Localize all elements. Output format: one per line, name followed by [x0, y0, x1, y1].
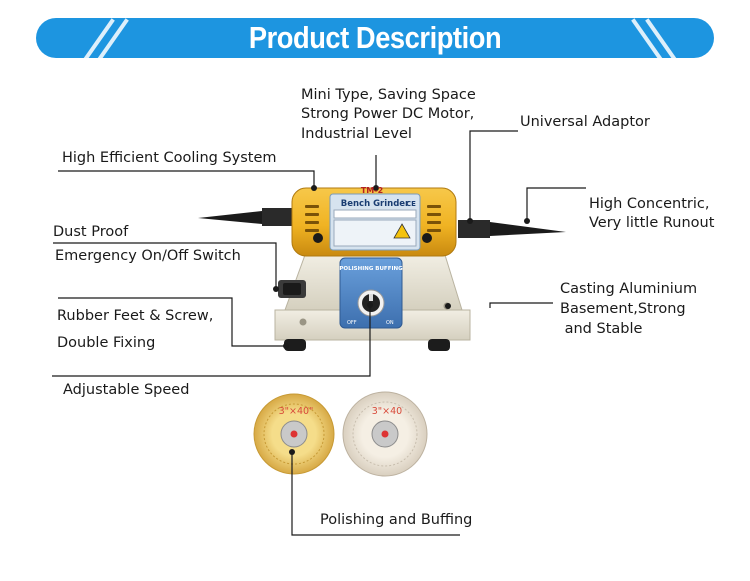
motor-housing	[291, 187, 457, 257]
panel-label: POLISHING BUFFING	[339, 266, 403, 272]
right-spindle-cone	[458, 220, 566, 238]
power-switch	[278, 280, 306, 298]
model-label: TM-2	[361, 186, 383, 195]
callout-speed: Adjustable Speed	[63, 382, 190, 398]
leader-dots	[273, 185, 530, 455]
callout-runout: Very little Runout	[589, 215, 715, 231]
callout-industrial: Industrial Level	[301, 126, 412, 142]
wheel-size-label: 3"×40"	[279, 406, 314, 417]
callout-mini-type: Mini Type, Saving Space	[301, 87, 476, 103]
callout-basement: Basement,Strong	[560, 301, 686, 317]
nameplate-text: Bench Grinder	[341, 199, 410, 209]
callout-cooling: High Efficient Cooling System	[62, 150, 277, 166]
wheel-size-label: 3"×40	[372, 406, 402, 417]
cooling-vents	[305, 205, 441, 232]
callout-switch: Emergency On/Off Switch	[55, 248, 241, 264]
callout-stable: and Stable	[560, 321, 643, 337]
callout-double-fixing: Double Fixing	[57, 335, 156, 351]
callout-dc-motor: Strong Power DC Motor,	[301, 106, 475, 122]
callout-casting: Casting Aluminium	[560, 281, 698, 297]
screw	[299, 318, 307, 326]
callout-rubber-feet: Rubber Feet & Screw,	[57, 308, 214, 324]
callout-dust-proof: Dust Proof	[53, 224, 129, 240]
callout-concentric: High Concentric,	[589, 196, 710, 212]
ce-mark: CE	[406, 200, 416, 208]
dial-on-label: ON	[386, 320, 394, 326]
callout-adaptor: Universal Adaptor	[520, 114, 650, 130]
dial-off-label: OFF	[347, 320, 357, 326]
left-spindle-cone	[198, 208, 292, 226]
callout-polishing: Polishing and Buffing	[320, 512, 473, 528]
leader-lines	[52, 130, 586, 536]
warning-icon	[393, 223, 411, 239]
rubber-foot	[428, 339, 450, 351]
white-buffing-wheel	[342, 391, 428, 477]
yellow-buffing-wheel	[253, 393, 335, 475]
header-banner: Product Description	[36, 18, 714, 58]
banner-title: Product Description	[248, 20, 502, 55]
rubber-foot	[284, 339, 306, 351]
